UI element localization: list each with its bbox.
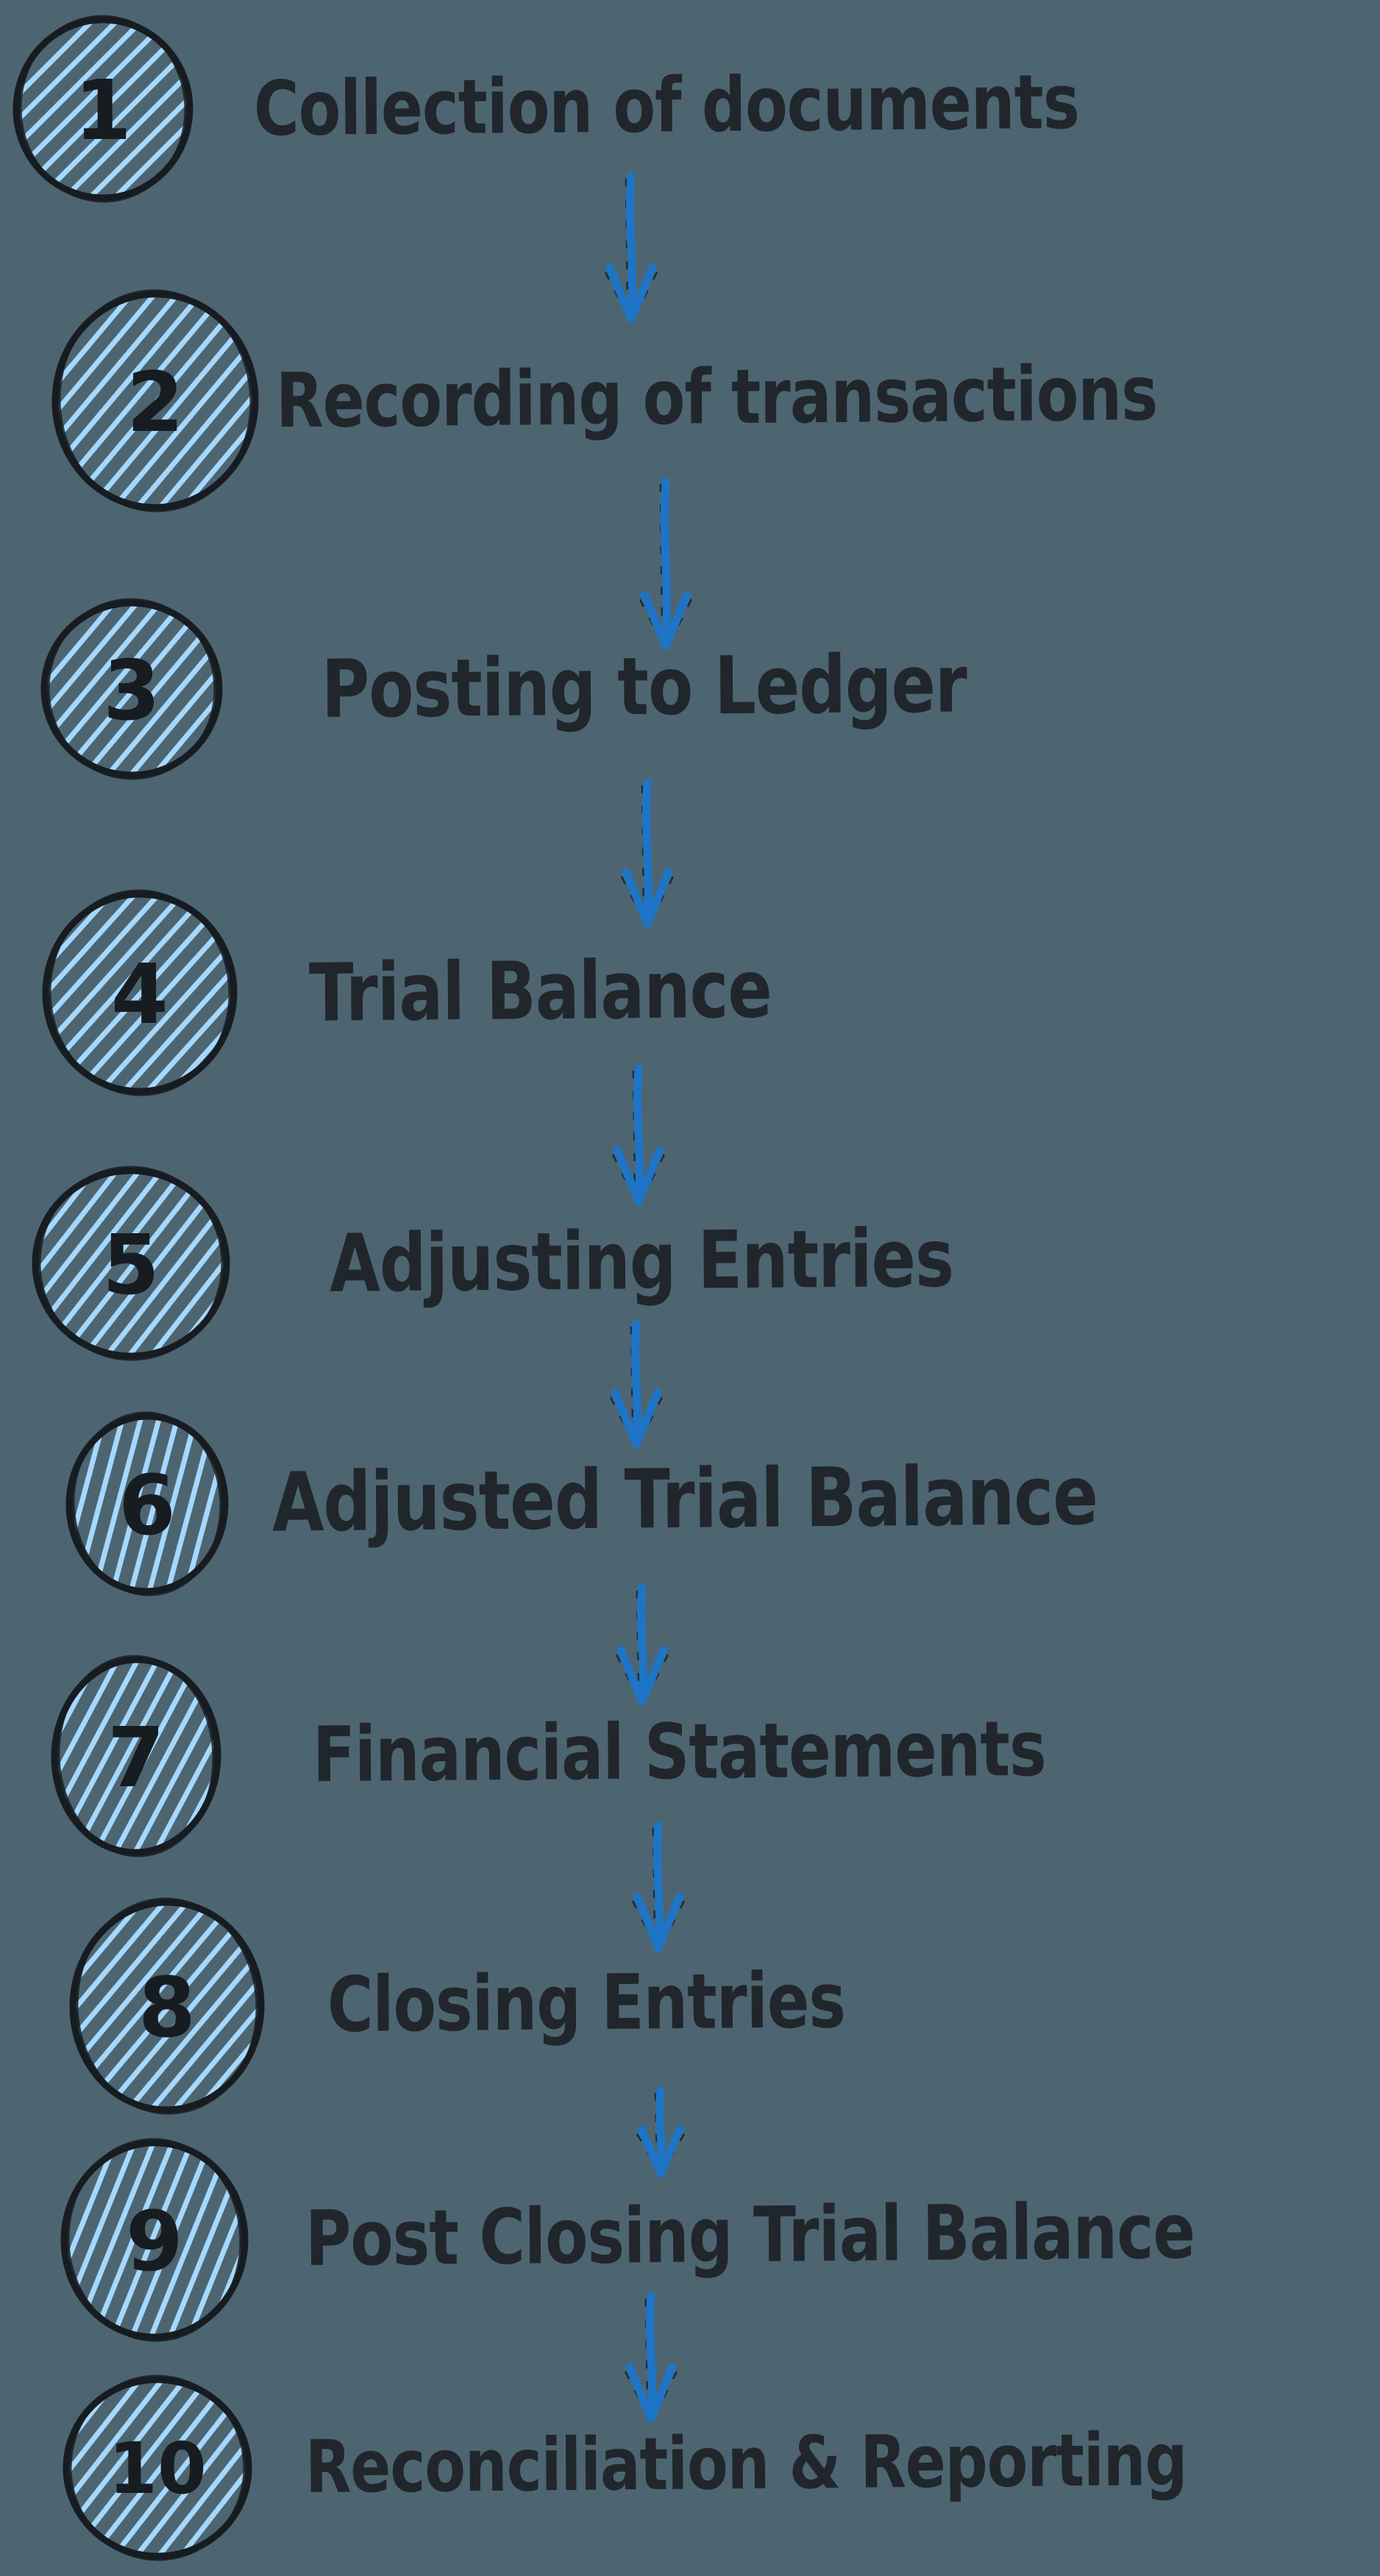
step-badge: 8 (69, 1897, 265, 2115)
step-badge: 5 (32, 1166, 230, 1361)
step-number: 3 (103, 643, 160, 739)
hatched-circle (49, 897, 231, 1088)
step-row: 6 Adjusted Trial Balance (0, 1386, 1380, 1621)
hatched-circle (57, 1663, 215, 1849)
down-arrow-icon (631, 1822, 686, 1952)
down-arrow-icon (604, 173, 658, 324)
hatched-circle (58, 297, 252, 504)
down-arrow-icon (636, 2087, 686, 2178)
step-number: 10 (108, 2427, 207, 2510)
step-label: Reconciliation & Reporting (305, 2418, 1187, 2511)
step-number: 4 (111, 947, 168, 1043)
step-badge: 7 (51, 1655, 221, 1858)
down-arrow-icon (615, 1585, 669, 1706)
hatched-circle (47, 606, 216, 772)
step-row: 5 Adjusting Entries (0, 1146, 1380, 1381)
step-row: 8 Closing Entries (0, 1888, 1380, 2124)
step-row: 2 Recording of transactions (0, 283, 1380, 518)
step-number: 2 (127, 355, 184, 451)
step-row: 10 Reconciliation & Reporting (0, 2350, 1380, 2576)
hatched-circle (38, 1174, 224, 1353)
step-number: 6 (118, 1458, 176, 1554)
hatched-circle (76, 1905, 258, 2107)
down-arrow-icon (609, 1321, 664, 1449)
hatched-circle (69, 2383, 246, 2553)
step-row: 4 Trial Balance (0, 875, 1380, 1110)
step-badge: 9 (60, 2138, 249, 2342)
down-arrow-icon (624, 2293, 678, 2423)
hatched-circle (67, 2146, 242, 2334)
hatched-circle (19, 23, 187, 195)
step-number: 8 (138, 1960, 196, 2056)
step-badge: 6 (65, 1411, 229, 1596)
step-badge: 2 (51, 289, 259, 513)
step-badge: 3 (40, 598, 223, 780)
step-number: 5 (102, 1218, 160, 1313)
step-number: 7 (107, 1710, 165, 1806)
step-row: 3 Posting to Ledger (0, 571, 1380, 807)
step-number: 1 (74, 63, 132, 159)
down-arrow-icon (611, 1065, 666, 1206)
step-badge: 1 (13, 15, 193, 203)
step-number: 9 (126, 2194, 183, 2290)
step-row: 9 Post Closing Trial Balance (0, 2122, 1380, 2358)
step-row: 1 Collection of documents (0, 0, 1380, 226)
step-badge: 10 (63, 2375, 252, 2561)
step-badge: 4 (42, 889, 238, 1096)
step-row: 7 Financial Statements (0, 1638, 1380, 1874)
down-arrow-icon (620, 779, 675, 928)
step-label: Trial Balance (308, 942, 772, 1040)
down-arrow-icon (639, 478, 693, 651)
hatched-circle (72, 1419, 222, 1588)
